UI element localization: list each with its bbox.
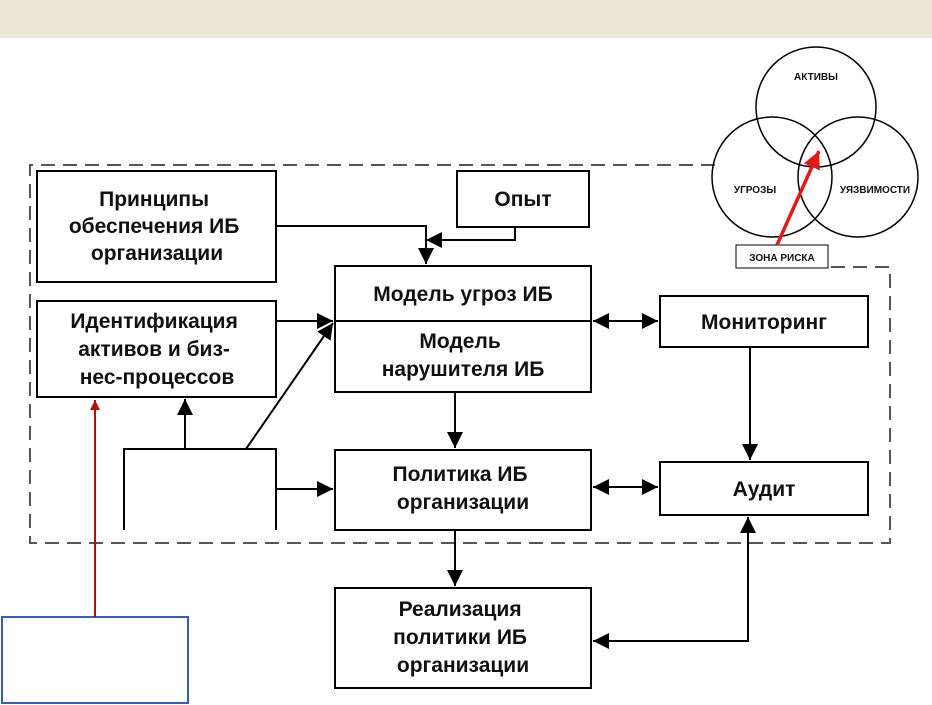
svg-text:Политика ИБ организации: Политика ИБ организации [393, 463, 534, 514]
assets-label: АКТИВЫ [794, 72, 838, 83]
implementation-line-3: организации [397, 654, 529, 677]
risk-zone-box [735, 244, 829, 269]
implementation-line-2: политики ИБ [393, 626, 527, 649]
threat-intruder-model-box [334, 265, 592, 393]
threat-model-label: Модель угроз ИБ [373, 283, 552, 306]
identification-line-3: нес-процессов [80, 366, 235, 389]
risk-venn-diagram: АКТИВЫ УГРОЗЫ УЯЗВИМОСТИ ЗОНА РИСКА [711, 46, 919, 269]
threats-label: УГРОЗЫ [734, 185, 776, 196]
open-bracket-shape [123, 448, 277, 530]
implementation-box [334, 587, 592, 689]
principles-line-1: Принципы [99, 188, 209, 211]
policy-box [334, 449, 592, 531]
vulnerabilities-label: УЯЗВИМОСТИ [840, 185, 910, 196]
svg-text:Идентификация активов и би: Идентификация активов и биз- нес-процесс… [70, 310, 243, 389]
identification-line-2: активов и биз- [78, 338, 230, 361]
monitoring-box [659, 295, 869, 348]
organization-boundary [29, 164, 891, 544]
bracket-to-model-diagonal-arrow [245, 322, 334, 450]
principles-line-3: организации [91, 242, 223, 265]
svg-text:Реализация политики ИБ: Реализация политики ИБ организации [393, 598, 533, 677]
principles-to-model-arrow [276, 225, 434, 264]
monitoring-label: Мониторинг [701, 311, 827, 334]
risk-arrow [775, 150, 821, 246]
identification-box [36, 300, 277, 398]
implementation-line-1: Реализация [399, 598, 522, 621]
experience-box [456, 170, 590, 228]
experience-label: Опыт [494, 188, 551, 211]
vulnerabilities-circle [797, 116, 919, 238]
audit-box [659, 461, 869, 516]
header-band [0, 0, 932, 38]
policy-line-2: организации [397, 491, 529, 514]
experience-to-model-arrow [426, 227, 516, 248]
implementation-audit-arrow [593, 517, 756, 649]
blank-annotation-box [1, 616, 189, 704]
principles-box [36, 170, 277, 283]
threats-circle [711, 116, 833, 238]
svg-text:Модель нарушителя ИБ: Модель нарушителя ИБ [382, 330, 545, 381]
audit-label: Аудит [733, 478, 796, 501]
intruder-model-line-1: Модель [419, 330, 500, 353]
identification-line-1: Идентификация [70, 310, 238, 333]
intruder-model-line-2: нарушителя ИБ [382, 358, 545, 381]
svg-text:Принципы обеспечения ИБ: Принципы обеспечения ИБ организации [69, 188, 245, 265]
principles-line-2: обеспечения ИБ [69, 215, 239, 238]
risk-zone-label: ЗОНА РИСКА [749, 253, 815, 264]
assets-circle [755, 46, 877, 168]
policy-line-1: Политика ИБ [393, 463, 528, 486]
